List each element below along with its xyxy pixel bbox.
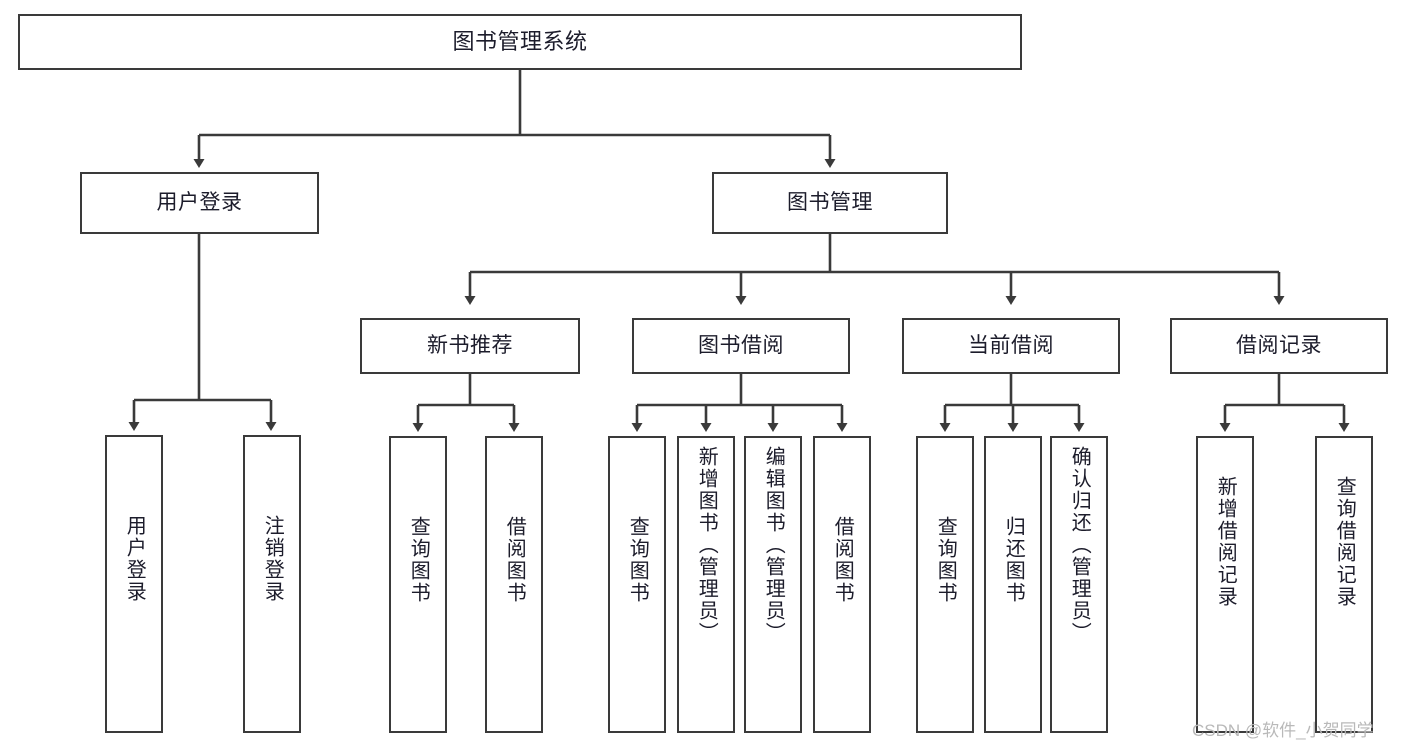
leaf-borrow-book-2[interactable]: 借阅图书 <box>813 436 871 733</box>
leaf-confirm-return-label: 确认归还（管理员） <box>1068 446 1091 644</box>
node-root[interactable]: 图书管理系统 <box>18 14 1022 70</box>
leaf-query-book-2[interactable]: 查询图书 <box>608 436 666 733</box>
leaf-borrow-book-2-label: 借阅图书 <box>831 516 854 604</box>
leaf-add-record[interactable]: 新增借阅记录 <box>1196 436 1254 733</box>
leaf-edit-book-label: 编辑图书（管理员） <box>762 446 785 644</box>
leaf-query-record-label: 查询借阅记录 <box>1333 476 1356 608</box>
leaf-borrow-book-1-label: 借阅图书 <box>503 516 526 604</box>
node-user-login[interactable]: 用户登录 <box>80 172 319 234</box>
node-borrow-record-label: 借阅记录 <box>1236 334 1322 358</box>
leaf-query-book-2-label: 查询图书 <box>626 516 649 604</box>
node-user-login-label: 用户登录 <box>156 191 243 215</box>
leaf-edit-book[interactable]: 编辑图书（管理员） <box>744 436 802 733</box>
leaf-query-book-1[interactable]: 查询图书 <box>389 436 447 733</box>
leaf-user-login[interactable]: 用户登录 <box>105 435 163 733</box>
leaf-query-book-1-label: 查询图书 <box>407 516 430 604</box>
node-current-borrow-label: 当前借阅 <box>968 334 1054 358</box>
node-book-manage-label: 图书管理 <box>787 191 873 215</box>
node-book-manage[interactable]: 图书管理 <box>712 172 948 234</box>
leaf-add-book-label: 新增图书（管理员） <box>695 446 718 644</box>
node-book-borrow-label: 图书借阅 <box>698 334 784 358</box>
node-new-book-rec[interactable]: 新书推荐 <box>360 318 580 374</box>
node-new-book-rec-label: 新书推荐 <box>427 334 513 358</box>
leaf-query-record[interactable]: 查询借阅记录 <box>1315 436 1373 733</box>
leaf-logout[interactable]: 注销登录 <box>243 435 301 733</box>
node-borrow-record[interactable]: 借阅记录 <box>1170 318 1388 374</box>
leaf-logout-label: 注销登录 <box>261 515 284 603</box>
leaf-user-login-label: 用户登录 <box>123 515 146 603</box>
leaf-query-book-3-label: 查询图书 <box>934 516 957 604</box>
leaf-return-book-label: 归还图书 <box>1002 516 1025 604</box>
node-root-label: 图书管理系统 <box>452 28 588 54</box>
leaf-confirm-return[interactable]: 确认归还（管理员） <box>1050 436 1108 733</box>
leaf-borrow-book-1[interactable]: 借阅图书 <box>485 436 543 733</box>
leaf-add-record-label: 新增借阅记录 <box>1214 476 1237 608</box>
node-current-borrow[interactable]: 当前借阅 <box>902 318 1120 374</box>
leaf-add-book[interactable]: 新增图书（管理员） <box>677 436 735 733</box>
node-book-borrow[interactable]: 图书借阅 <box>632 318 850 374</box>
leaf-return-book[interactable]: 归还图书 <box>984 436 1042 733</box>
leaf-query-book-3[interactable]: 查询图书 <box>916 436 974 733</box>
